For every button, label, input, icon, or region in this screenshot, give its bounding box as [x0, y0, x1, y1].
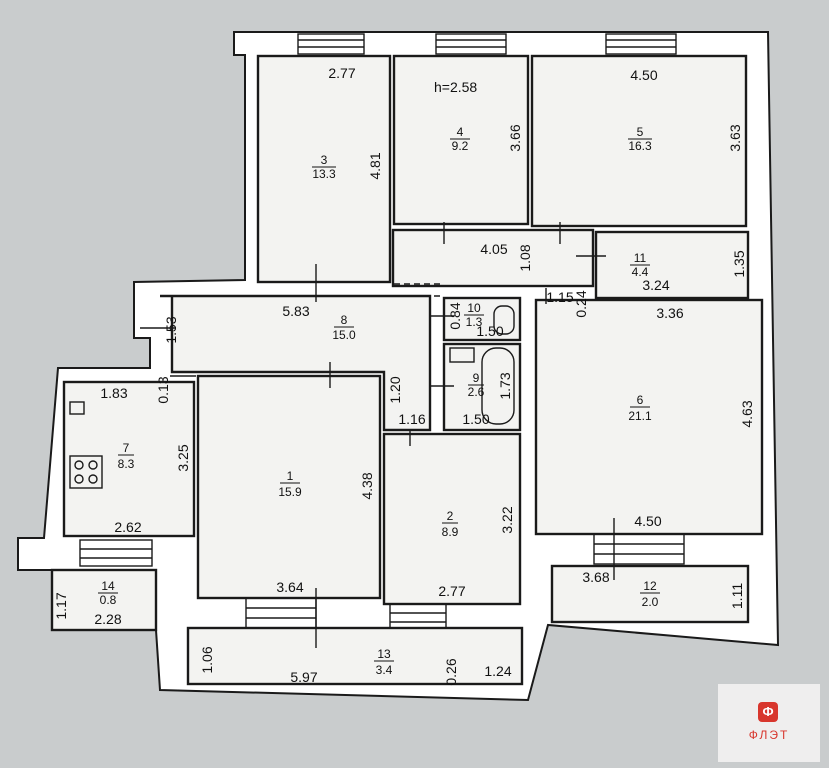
dim-label: 1.24	[484, 663, 511, 679]
room-5-area: 16.3	[628, 139, 652, 153]
dim-label: 0.13	[155, 376, 171, 403]
washbasin-icon	[449, 347, 475, 363]
room-13-area: 3.4	[376, 663, 393, 677]
dim-label: 1.11	[729, 583, 745, 609]
room-12-number: 12	[643, 579, 657, 593]
dim-label: 4.50	[634, 513, 661, 529]
room-3-area: 13.3	[312, 167, 336, 181]
room-10	[442, 296, 522, 342]
dim-label: 1.16	[398, 411, 425, 427]
room-3	[256, 54, 392, 284]
room-4-area: 9.2	[452, 139, 469, 153]
room-14-area: 0.8	[100, 593, 117, 607]
dim-label: 1.08	[517, 244, 533, 271]
dim-label: 3.24	[642, 277, 669, 293]
room-7-area: 8.3	[118, 457, 135, 471]
dim-label: 3.64	[276, 579, 303, 595]
fixtures	[69, 222, 615, 648]
room-10-number: 10	[467, 301, 481, 315]
windows	[79, 33, 685, 631]
room-5	[530, 54, 748, 228]
room-9-number: 9	[473, 371, 480, 385]
dim-label: 3.63	[727, 124, 743, 151]
dim-label: 1.50	[462, 411, 489, 427]
dim-label: 1.20	[387, 376, 403, 403]
room-10-area: 1.3	[466, 315, 483, 329]
dim-label: 3.66	[507, 124, 523, 151]
room-2-number: 2	[447, 509, 454, 523]
dim-label: 3.22	[499, 506, 515, 533]
dim-label: 5.97	[290, 669, 317, 685]
room-7	[62, 380, 196, 538]
dim-label: 3.68	[582, 569, 609, 585]
room-11	[594, 230, 750, 300]
room-7-number: 7	[123, 441, 130, 455]
stove-icon	[69, 455, 103, 489]
dimension-labels: 2.77 4.50 4.05 3.24 1.15 3.36 5.83 1.50 …	[53, 65, 755, 686]
room-3-number: 3	[321, 153, 328, 167]
dim-label: 1.35	[731, 250, 747, 277]
dim-label: 4.81	[367, 152, 383, 179]
dim-label: 0.24	[573, 290, 589, 317]
room-4-number: 4	[457, 125, 464, 139]
brand-name: ФЛЭТ	[748, 728, 790, 742]
dim-label: 0.84	[447, 302, 463, 329]
dim-label: 4.38	[359, 472, 375, 499]
room-11-area: 4.4	[632, 265, 649, 279]
room-8	[160, 294, 432, 432]
room-4	[392, 54, 530, 226]
dim-label: 1.17	[53, 592, 69, 619]
room-9-area: 2.6	[468, 385, 485, 399]
dim-label: 1.53	[163, 316, 179, 343]
room-11-number: 11	[634, 251, 647, 265]
bathtub-icon	[481, 347, 515, 425]
dim-label: 2.77	[438, 583, 465, 599]
room-6-number: 6	[637, 393, 644, 407]
dim-label: 0.26	[443, 658, 459, 685]
dim-label: 2.62	[114, 519, 141, 535]
dim-label: 2.28	[94, 611, 121, 627]
sink-icon	[69, 401, 85, 415]
dim-label: 3.25	[175, 444, 191, 471]
room-1-number: 1	[287, 469, 294, 483]
dim-label: 3.36	[656, 305, 683, 321]
brand-logo-icon: Ф	[758, 702, 778, 722]
dim-label: 1.83	[100, 385, 127, 401]
room-14	[50, 568, 158, 632]
dim-label: 5.83	[282, 303, 309, 319]
dim-label: 4.05	[480, 241, 507, 257]
room-8-number: 8	[341, 313, 348, 327]
ceiling-height-label: h=2.58	[434, 79, 477, 95]
rooms	[50, 54, 764, 686]
dim-label: 1.50	[476, 323, 503, 339]
room-2	[382, 432, 522, 606]
dim-label: 1.15	[546, 289, 573, 305]
dim-label: 4.63	[739, 400, 755, 427]
room-6-area: 21.1	[628, 409, 652, 423]
dim-label: 1.06	[199, 646, 215, 673]
room-1-area: 15.9	[278, 485, 302, 499]
room-14-number: 14	[101, 579, 115, 593]
room-8-area: 15.0	[332, 328, 356, 342]
dim-label: 2.77	[328, 65, 355, 81]
room-2-area: 8.9	[442, 525, 459, 539]
room-13	[186, 626, 524, 686]
room-6	[534, 298, 764, 536]
toilet-icon	[493, 305, 515, 335]
room-5-number: 5	[637, 125, 644, 139]
room-hall	[391, 228, 595, 288]
room-12	[550, 564, 750, 624]
room-12-area: 2.0	[642, 595, 659, 609]
dim-label: 1.73	[497, 372, 513, 399]
room-13-number: 13	[377, 647, 391, 661]
brand-badge: Ф ФЛЭТ	[718, 684, 820, 762]
dim-label: 4.50	[630, 67, 657, 83]
room-1	[196, 374, 382, 600]
room-labels: 3 13.3 4 9.2 5 16.3 11 4.4 8 15.0 10 1.3…	[98, 125, 660, 677]
